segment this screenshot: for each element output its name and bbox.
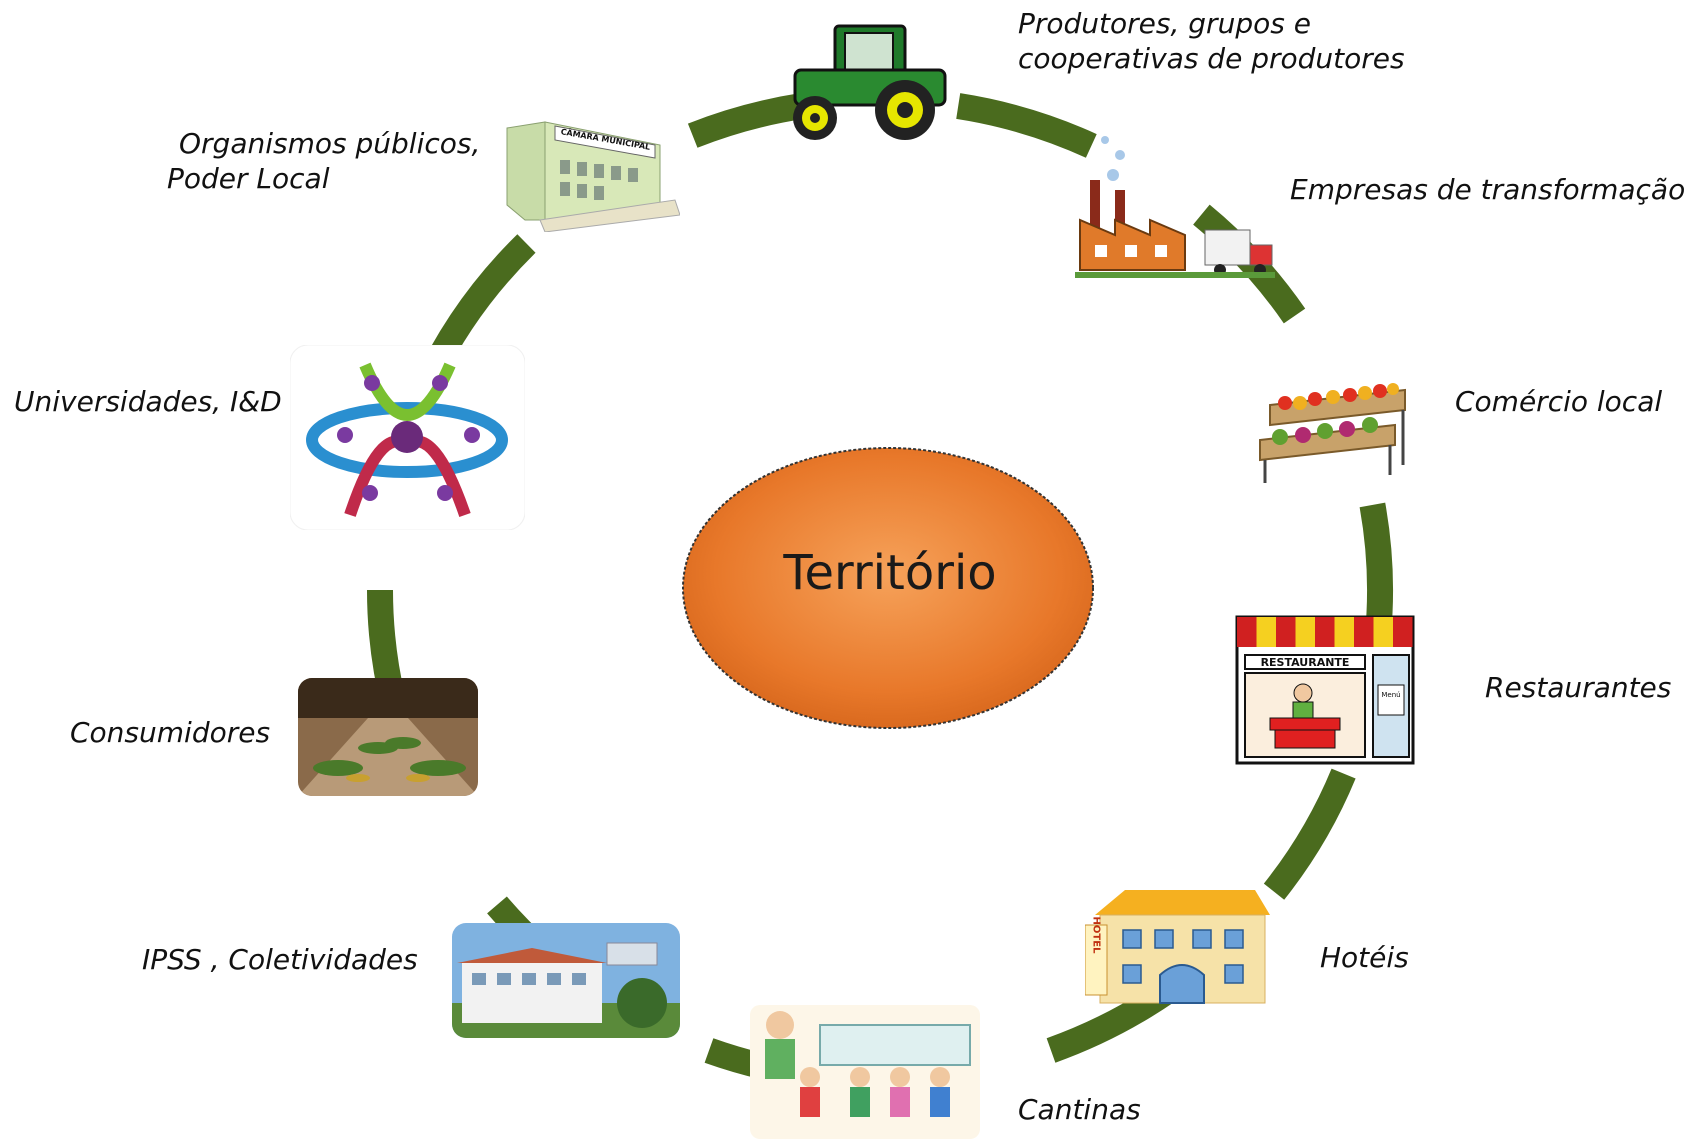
building-photo [452, 923, 680, 1038]
ring-segment [687, 93, 804, 148]
menu-sign: Menú [1381, 691, 1400, 699]
label-canteens: Cantinas [1018, 1093, 1141, 1126]
label-consumers: Consumidores [70, 716, 271, 749]
label-public-bodies: Organismos públicos, Poder Local [167, 127, 481, 195]
ring-segment [1263, 768, 1356, 900]
label-producers: Produtores, grupos e cooperativas de pro… [1018, 7, 1405, 75]
canteen-icon [750, 1005, 980, 1139]
hotel-sign: HOTEL [1091, 917, 1102, 955]
ring-segment [956, 93, 1097, 158]
town-hall-icon: CÂMARA MUNICIPAL [506, 121, 680, 232]
tractor-icon [793, 24, 947, 140]
label-hotels: Hotéis [1320, 941, 1409, 974]
science-logo-icon [290, 345, 525, 530]
label-universities: Universidades, I&D [14, 385, 282, 418]
label-restaurants: Restaurantes [1485, 671, 1672, 704]
label-local-commerce: Comércio local [1455, 385, 1663, 418]
label-ipss: IPSS , Coletividades [142, 943, 418, 976]
hotel-icon: HOTEL [1085, 890, 1270, 1004]
restaurant-icon: RESTAURANTE Menú [1235, 615, 1415, 765]
garden-photo [298, 678, 478, 796]
label-processing: Empresas de transformação [1290, 173, 1686, 206]
fruit-stand-icon [1259, 383, 1406, 483]
factory-icon [1075, 136, 1275, 278]
center-title: Território [783, 545, 997, 601]
restaurant-sign: RESTAURANTE [1261, 656, 1350, 669]
